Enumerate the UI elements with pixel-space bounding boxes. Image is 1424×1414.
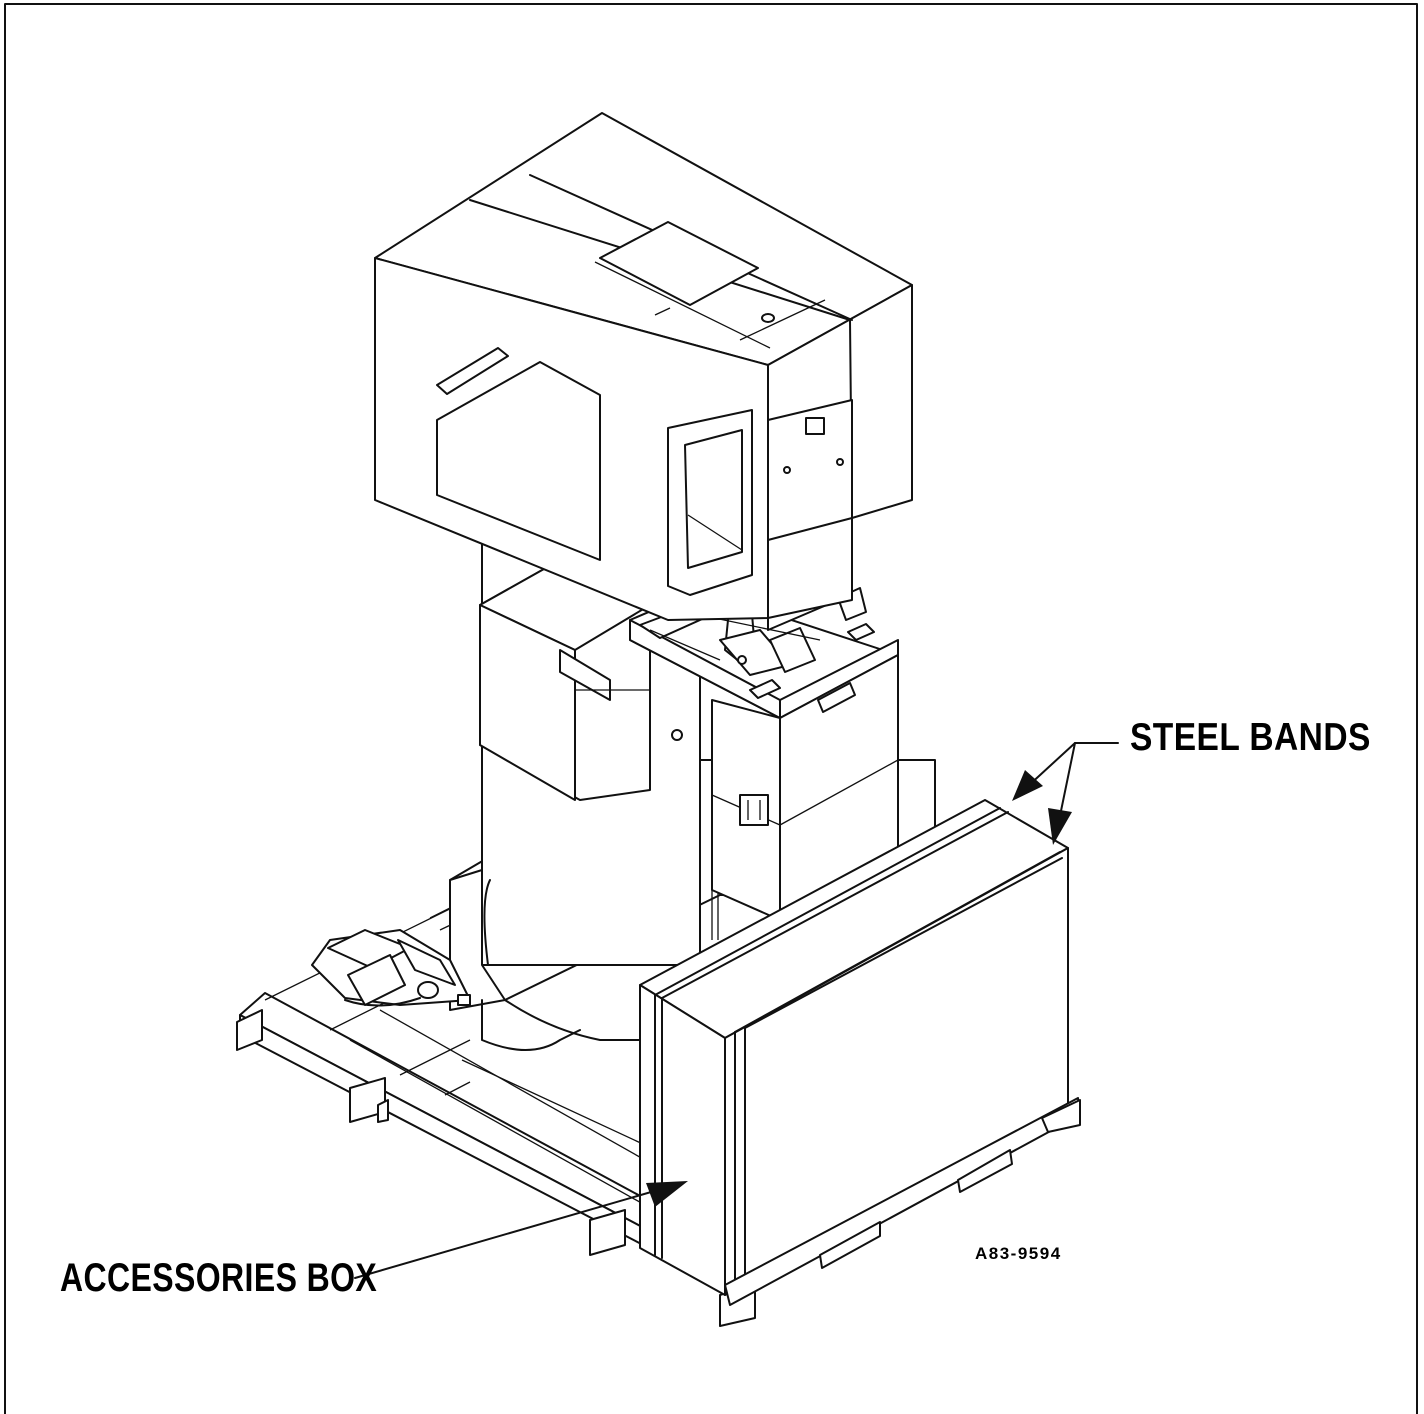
head-housing [374, 112, 913, 621]
figure-id: A83-9594 [975, 1244, 1062, 1263]
arrow-head-icon [1012, 770, 1043, 801]
arrow-head-icon [646, 1181, 688, 1207]
foot-pedal [311, 929, 471, 1007]
lower-cabinet [711, 654, 899, 921]
steel-bands-leaders [1012, 742, 1119, 845]
callout-accessories-box: ACCESSORIES BOX [60, 1256, 378, 1300]
side-electrical-box [479, 559, 683, 801]
arrow-head-icon [1048, 808, 1072, 845]
accessories-box-leader [354, 1181, 688, 1279]
figure-border [4, 3, 1418, 1414]
callout-steel-bands: STEEL BANDS [1130, 716, 1371, 759]
accessories-crate [639, 799, 1081, 1306]
